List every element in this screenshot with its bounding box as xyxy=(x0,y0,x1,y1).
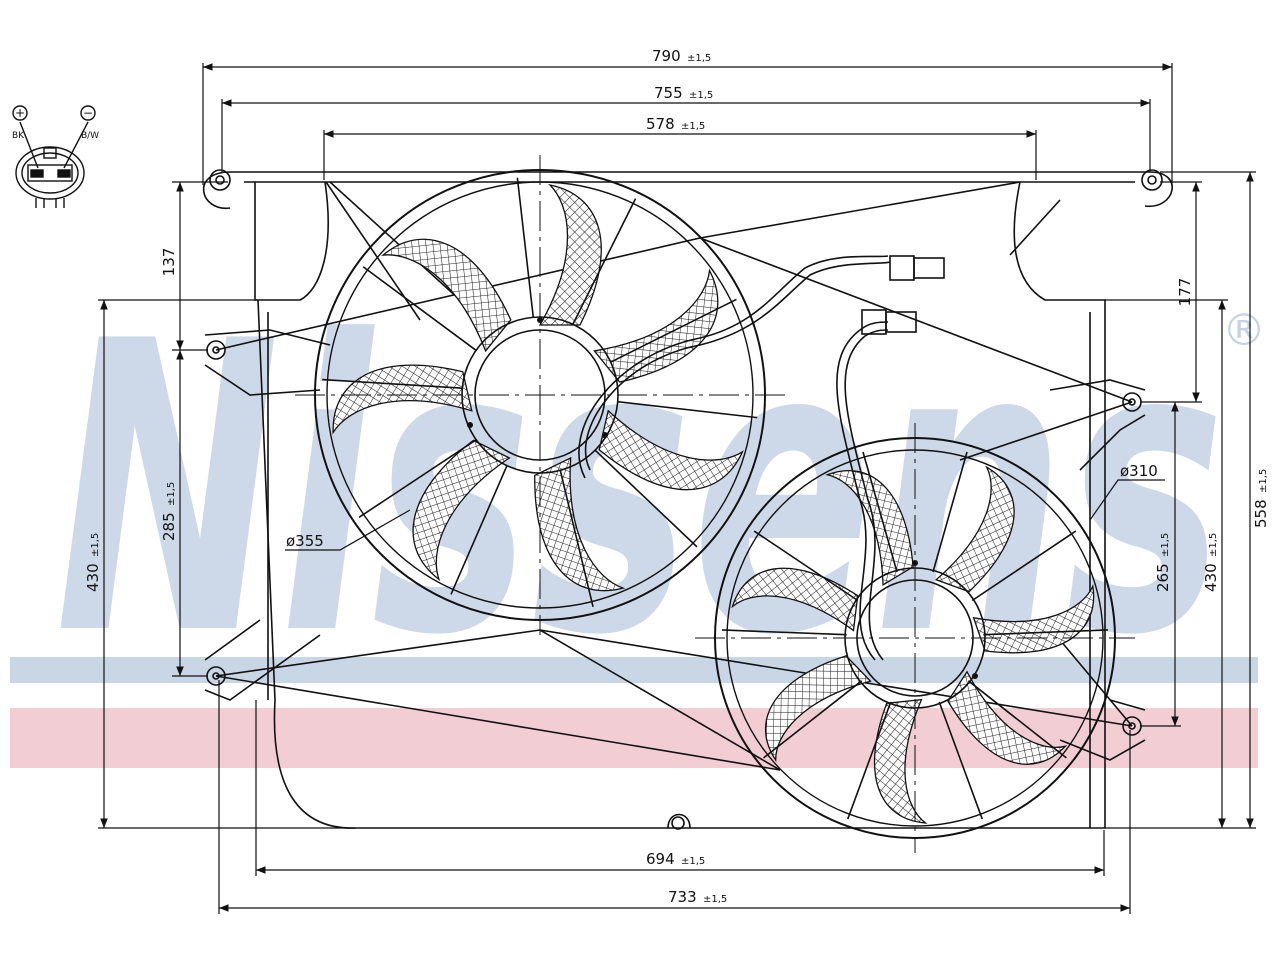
dim-285-tol: ±1,5 xyxy=(166,482,177,506)
dim-790-tol: ±1,5 xyxy=(687,53,711,64)
dim-fan-small-diameter: ø310 xyxy=(1120,462,1158,480)
connector-symbol xyxy=(12,105,96,208)
dim-790: 790 ±1,5 xyxy=(652,47,711,65)
dim-733-value: 733 xyxy=(668,888,697,906)
dim-430-left: 430 ±1,5 xyxy=(84,533,102,592)
dim-285-value: 285 xyxy=(160,512,178,541)
dim-733: 733 ±1,5 xyxy=(668,888,727,906)
dim-578-tol: ±1,5 xyxy=(681,121,705,132)
dim-265-tol: ±1,5 xyxy=(1160,533,1171,557)
connector-pin-2-polarity: − xyxy=(83,106,93,120)
dim-578: 578 ±1,5 xyxy=(646,115,705,133)
dim-558: 558 ±1,5 xyxy=(1252,469,1270,528)
dim-694: 694 ±1,5 xyxy=(646,850,705,868)
dim-694-tol: ±1,5 xyxy=(681,856,705,867)
dim-137: 137 xyxy=(160,248,178,277)
fan-large xyxy=(295,155,785,635)
dim-265: 265 ±1,5 xyxy=(1154,533,1172,592)
dim-430-right-tol: ±1,5 xyxy=(1208,533,1219,557)
dim-137-value: 137 xyxy=(160,248,178,277)
dim-285: 285 ±1,5 xyxy=(160,482,178,541)
watermark-registered-mark: ® xyxy=(1222,305,1266,356)
connector-pin-1-wire: BK xyxy=(12,131,25,141)
fan-small-blades xyxy=(731,465,1095,824)
dim-177-value: 177 xyxy=(1176,278,1194,307)
wiring-harness xyxy=(578,255,945,661)
dim-694-value: 694 xyxy=(646,850,675,868)
dim-733-tol: ±1,5 xyxy=(703,894,727,905)
dimension-lines xyxy=(98,63,1256,914)
fan-small xyxy=(695,423,1135,853)
watermark: Nissens ® xyxy=(10,258,1266,768)
dim-430-left-value: 430 xyxy=(84,563,102,592)
dim-755: 755 ±1,5 xyxy=(654,84,713,102)
dim-430-left-tol: ±1,5 xyxy=(90,533,101,557)
dim-430-right-value: 430 xyxy=(1202,563,1220,592)
dim-755-value: 755 xyxy=(654,84,683,102)
dim-265-value: 265 xyxy=(1154,563,1172,592)
dim-177: 177 xyxy=(1176,278,1194,307)
dim-578-value: 578 xyxy=(646,115,675,133)
connector-pin-1-polarity: + xyxy=(15,106,25,120)
dim-fan-large-diameter: ø355 xyxy=(286,532,324,550)
dim-790-value: 790 xyxy=(652,47,681,65)
dim-558-tol: ±1,5 xyxy=(1258,469,1269,493)
dim-558-value: 558 xyxy=(1252,499,1270,528)
dim-430-right: 430 ±1,5 xyxy=(1202,533,1220,592)
dim-755-tol: ±1,5 xyxy=(689,90,713,101)
connector-pin-2-wire: B/W xyxy=(81,131,99,141)
